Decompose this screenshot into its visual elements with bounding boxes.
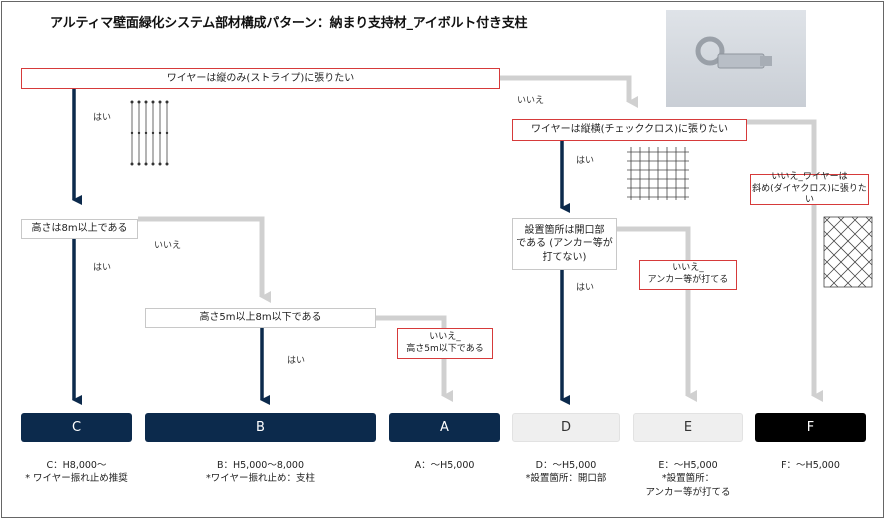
- desc-b-line2: *ワイヤー振れ止め：支柱: [206, 473, 315, 485]
- connector-q2-no: [747, 119, 823, 402]
- eyebolt-icon: [695, 36, 772, 69]
- question-check-cross: ワイヤーは縦横(チェッククロス)に張りたい: [512, 119, 747, 141]
- question-opening-line3: 打てない): [542, 251, 587, 263]
- desc-c-line1: C：H8,000～: [46, 460, 107, 471]
- label-yes-q4: はい: [287, 356, 306, 366]
- desc-d: D：～H5,000 *設置箇所：開口部: [507, 459, 625, 486]
- desc-b: B：H5,000～8,000 *ワイヤー振れ止め：支柱: [185, 459, 336, 486]
- label-no-q3: いいえ: [154, 241, 182, 251]
- label-yes-q5: はい: [576, 283, 595, 293]
- note-f-line2: 斜め(ダイヤクロス)に張りたい: [752, 183, 867, 206]
- result-a: A: [389, 413, 500, 442]
- question-height-5-8m: 高さ5m以上8m以下である: [145, 308, 376, 328]
- label-yes-q1: はい: [93, 113, 112, 123]
- result-c: C: [21, 413, 132, 442]
- note-a-line1: いいえ_: [429, 331, 461, 342]
- desc-d-line1: D：～H5,000: [535, 460, 597, 471]
- desc-f: F：～H5,000: [755, 459, 866, 472]
- result-f: F: [755, 413, 866, 442]
- desc-c: C：H8,000～ * ワイヤー振れ止め推奨: [16, 459, 137, 486]
- question-stripe-only: ワイヤーは縦のみ(ストライプ)に張りたい: [21, 68, 500, 89]
- result-d: D: [512, 413, 620, 442]
- note-a-line2: 高さ5m以下である: [406, 343, 484, 354]
- desc-a-line1: A：～H5,000: [414, 460, 475, 471]
- question-opening-line1: 設置箇所は開口部: [524, 224, 605, 236]
- note-f-line1: いいえ_ワイヤーは: [771, 171, 848, 182]
- note-e-condition: いいえ_ アンカー等が打てる: [639, 260, 737, 290]
- result-e: E: [633, 413, 743, 442]
- question-height-8m: 高さは8m以上である: [21, 219, 138, 239]
- desc-b-line1: B：H5,000～8,000: [216, 460, 305, 471]
- connector-q3-no: [138, 216, 271, 303]
- label-no-q1: いいえ: [517, 96, 545, 106]
- desc-a: A：～H5,000: [389, 459, 500, 472]
- label-yes-q2: はい: [576, 156, 595, 166]
- desc-e: E：～H5,000 *設置箇所： アンカー等が打てる: [628, 459, 748, 499]
- question-opening: 設置箇所は開口部 である (アンカー等が 打てない): [512, 218, 617, 270]
- eyebolt-photo: [666, 10, 806, 107]
- desc-c-line2: * ワイヤー振れ止め推奨: [25, 473, 128, 485]
- note-f-condition: いいえ_ワイヤーは 斜め(ダイヤクロス)に張りたい: [750, 171, 869, 206]
- desc-e-line1: E：～H5,000: [658, 460, 718, 471]
- note-e-line1: いいえ_: [672, 263, 704, 274]
- wire-stripe-icon: [130, 100, 169, 166]
- page-title: アルティマ壁面緑化システム部材構成パターン：納まり支持材_アイボルト付き支柱: [50, 16, 528, 31]
- wire-check-icon: [627, 147, 689, 200]
- result-b: B: [145, 413, 376, 442]
- note-e-line2: アンカー等が打てる: [647, 275, 729, 285]
- wire-diamond-icon: [823, 216, 873, 288]
- desc-d-line2: *設置箇所：開口部: [525, 473, 607, 485]
- connector-q5-no: [617, 226, 697, 402]
- note-a-condition: いいえ_ 高さ5m以下である: [397, 328, 493, 359]
- question-opening-line2: である (アンカー等が: [516, 238, 613, 250]
- connector-q4-no: [376, 315, 453, 402]
- desc-e-line2: *設置箇所：: [661, 473, 715, 485]
- desc-f-line1: F：～H5,000: [781, 460, 840, 471]
- label-yes-q3: はい: [93, 263, 112, 273]
- connector-q1-no: [500, 75, 638, 108]
- desc-e-line3: アンカー等が打てる: [645, 486, 731, 498]
